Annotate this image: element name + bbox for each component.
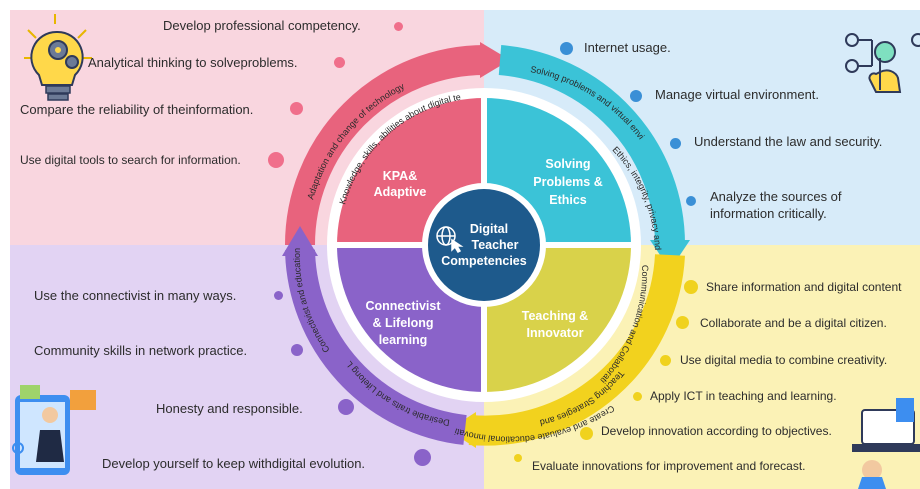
touch-network-icon xyxy=(845,33,920,93)
segment-connectivist-label-line2: & Lifelong xyxy=(372,316,433,330)
outer-ring-connectivist-arrow xyxy=(282,226,318,256)
kpa-item-1: Develop professional competency. xyxy=(163,18,361,33)
segment-connectivist-label-line3: learning xyxy=(379,333,428,347)
outer-ring-solving xyxy=(498,45,686,246)
center-title-line2: Teacher xyxy=(471,238,518,252)
solving-item-1: Internet usage. xyxy=(584,40,671,55)
solving-item-4: Analyze the sources of information criti… xyxy=(710,188,842,222)
connectivist-item-4-dot xyxy=(414,449,431,466)
teaching-item-1: Share information and digital content xyxy=(706,280,902,294)
teaching-item-3: Use digital media to combine creativity. xyxy=(680,353,888,367)
center-title-line1: Digital xyxy=(470,222,508,236)
outer-ring-kpa-arrow xyxy=(480,42,510,78)
connectivist-item-3-dot xyxy=(338,399,354,415)
segment-connectivist-label-line1: Connectivist xyxy=(365,299,441,313)
solving-item-3-dot xyxy=(670,138,681,149)
center-title-line3: Competencies xyxy=(441,254,526,268)
teaching-item-2-dot xyxy=(676,316,689,329)
outer-ring-kpa xyxy=(285,45,486,246)
kpa-item-2-dot xyxy=(334,57,345,68)
teaching-item-2: Collaborate and be a digital citizen. xyxy=(700,316,887,330)
solving-item-2: Manage virtual environment. xyxy=(655,87,820,102)
laptop-desk-icon xyxy=(852,398,920,489)
kpa-item-4-dot xyxy=(268,152,284,168)
solving-item-4-dot xyxy=(686,196,696,206)
connectivist-item-1-dot xyxy=(274,291,283,300)
teaching-item-6: Evaluate innovations for improvement and… xyxy=(532,459,806,473)
solving-item-4-line2: information critically. xyxy=(710,206,827,221)
teaching-item-6-dot xyxy=(514,454,522,462)
solving-item-4-line1: Analyze the sources of xyxy=(710,189,842,204)
teaching-item-5: Develop innovation according to objectiv… xyxy=(601,424,832,438)
kpa-item-1-dot xyxy=(394,22,403,31)
segment-solving-label-line3: Ethics xyxy=(549,193,587,207)
kpa-item-3: Compare the reliability of theinformatio… xyxy=(20,102,254,117)
globe-cursor-icon xyxy=(436,226,464,253)
teaching-item-4-dot xyxy=(633,392,642,401)
connectivist-item-4: Develop yourself to keep withdigital evo… xyxy=(102,456,366,471)
kpa-item-3-dot xyxy=(290,102,303,115)
teacher-devices-icon xyxy=(12,385,96,475)
segment-solving-label-line1: Solving xyxy=(545,157,590,171)
kpa-item-4: Use digital tools to search for informat… xyxy=(20,153,241,167)
outer-ring-teaching xyxy=(468,254,685,446)
solving-item-3: Understand the law and security. xyxy=(694,134,883,149)
segment-kpa-label-line2: Adaptive xyxy=(374,185,427,199)
ring-label-connectivist-2-text: Connectivist and educational networks xyxy=(0,0,332,355)
segment-solving-label-line2: Problems & xyxy=(533,175,602,189)
outer-ring-connectivist xyxy=(285,249,467,445)
lightbulb-gears-icon xyxy=(24,14,92,101)
solving-item-1-dot xyxy=(560,42,573,55)
connectivist-item-2: Community skills in network practice. xyxy=(34,343,248,358)
connectivist-item-3: Honesty and responsible. xyxy=(156,401,303,416)
connectivist-item-1: Use the connectivist in many ways. xyxy=(34,288,237,303)
solving-item-2-dot xyxy=(630,90,642,102)
center-circle xyxy=(428,189,540,301)
teaching-item-5-dot xyxy=(580,427,593,440)
connectivist-item-2-dot xyxy=(291,344,303,356)
teaching-item-4: Apply ICT in teaching and learning. xyxy=(650,389,837,403)
teaching-item-3-dot xyxy=(660,355,671,366)
ring-label-connectivist-2: Connectivist and educational networks xyxy=(0,0,332,355)
segment-teaching-label-line2: Innovator xyxy=(527,326,584,340)
teaching-item-1-dot xyxy=(684,280,698,294)
segment-teaching-label-line1: Teaching & xyxy=(522,309,588,323)
segment-kpa-label-line1: KPA& xyxy=(383,169,418,183)
kpa-item-2: Analytical thinking to solveproblems. xyxy=(88,55,298,70)
